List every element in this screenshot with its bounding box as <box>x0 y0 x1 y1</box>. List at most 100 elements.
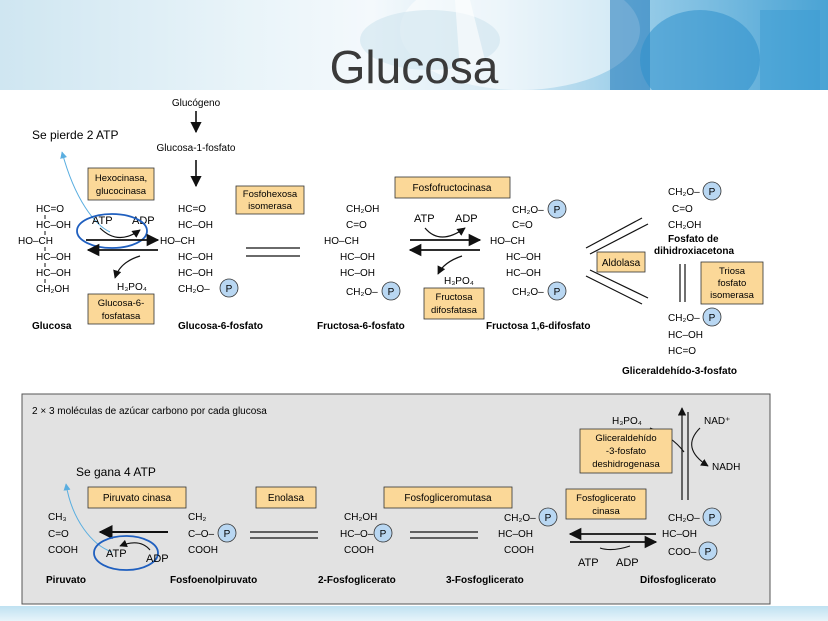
pg3-structure: CH₂O– P HC–OH COOH <box>498 507 558 556</box>
svg-text:P: P <box>226 284 233 295</box>
enzyme-pgm-label: Fosfogliceromutasa <box>404 493 492 504</box>
svg-text:COOH: COOH <box>504 545 534 556</box>
svg-text:COO–: COO– <box>668 547 697 558</box>
enzyme-pk-label: Piruvato cinasa <box>103 493 172 504</box>
enzyme-gapdh-line1: Gliceraldehído <box>595 433 656 444</box>
enzyme-gapdh <box>579 428 673 474</box>
svg-text:HC–OH: HC–OH <box>36 252 71 263</box>
cofactor-h3po4-gapdh: H₃PO₄ <box>612 416 642 427</box>
svg-text:HC–OH: HC–OH <box>498 529 533 540</box>
name-pep: Fosfoenolpiruvato <box>170 575 257 586</box>
svg-text:CH₂OH: CH₂OH <box>344 512 377 523</box>
svg-text:CH₂O–: CH₂O– <box>504 513 536 524</box>
svg-text:C=O: C=O <box>512 220 533 231</box>
f6p-structure: CH₂OH C=O HO–CH HC–OH HC–OH CH₂O– P <box>324 204 401 301</box>
enzyme-aldolase-label: Aldolasa <box>602 258 641 269</box>
svg-text:CH₂OH: CH₂OH <box>668 220 701 231</box>
cofactor-nadh: NADH <box>712 462 740 473</box>
enzyme-hexokinase-line2: glucocinasa <box>96 186 147 197</box>
enzyme-gapdh-line2: -3-fosfato <box>606 446 646 457</box>
f16bp-structure: CH₂O– P C=O HO–CH HC–OH HC–OH CH₂O– P <box>490 199 567 301</box>
enzyme-pk <box>87 486 187 509</box>
svg-text:CH₃: CH₃ <box>48 512 67 523</box>
enzyme-g6pase-line1: Glucosa-6- <box>98 298 144 309</box>
svg-text:HC–OH: HC–OH <box>178 252 213 263</box>
svg-text:P: P <box>709 513 716 524</box>
arrow-aldolase-up <box>585 217 643 249</box>
svg-text:HC–OH: HC–OH <box>36 268 71 279</box>
atp-highlight-circle-top <box>76 213 148 249</box>
cofactor-h3po4-pfk: H₃PO₄ <box>444 276 474 287</box>
atp-curve-top <box>99 227 141 239</box>
svg-text:P: P <box>224 529 231 540</box>
enzyme-enolase <box>255 486 317 509</box>
enzyme-tpi <box>700 261 764 305</box>
footer-strip <box>0 606 828 621</box>
note-atp-lost: Se pierde 2 ATP <box>32 128 119 142</box>
enzyme-pgk-line2: cinasa <box>592 506 620 517</box>
enzyme-hexokinase-line1: Hexocinasa, <box>95 173 147 184</box>
svg-text:P: P <box>705 547 712 558</box>
enzyme-g6pase <box>87 293 155 325</box>
svg-text:HC–OH: HC–OH <box>340 252 375 263</box>
svg-text:CH₂O–: CH₂O– <box>668 187 700 198</box>
svg-text:C=O: C=O <box>48 529 69 540</box>
svg-text:HC–OH: HC–OH <box>662 529 697 540</box>
glucose-structure: HC=O HC–OH HO–CH HC–OH HC–OH CH₂OH <box>18 204 71 295</box>
name-g6p: Glucosa-6-fosfato <box>178 321 263 332</box>
cofactor-atp-pgk: ATP <box>578 557 599 569</box>
name-bpg: Difosfoglicerato <box>640 575 716 586</box>
enzyme-aldolase <box>596 251 646 273</box>
arrow-aldolase-down-2 <box>589 269 649 299</box>
cofactor-adp-pfk: ADP <box>455 213 478 225</box>
note-atp-gained: Se gana 4 ATP <box>76 465 156 479</box>
name-dhap-line1: Fosfato de <box>668 234 719 245</box>
svg-text:C–O–: C–O– <box>188 529 215 540</box>
svg-text:CH₂O–: CH₂O– <box>512 205 544 216</box>
name-pyruvate: Piruvato <box>46 575 86 586</box>
g3p-structure: CH₂O– P HC–OH HC=O <box>668 307 722 357</box>
svg-text:P: P <box>554 205 561 216</box>
svg-text:HC–OH: HC–OH <box>668 330 703 341</box>
svg-text:HC–OH: HC–OH <box>506 268 541 279</box>
enzyme-tpi-line1: Triosa <box>719 266 746 277</box>
enzyme-hexokinase <box>87 167 155 201</box>
enzyme-gapdh-line3: deshidrogenasa <box>592 459 660 470</box>
name-pg3: 3-Fosfoglicerato <box>446 575 524 586</box>
pyruvate-structure: CH₃ C=O COOH <box>48 512 78 556</box>
svg-text:P: P <box>388 287 395 298</box>
svg-text:P: P <box>709 313 716 324</box>
svg-text:HC–OH: HC–OH <box>506 252 541 263</box>
atp-lost-arrow <box>60 151 111 233</box>
pg2-structure: CH₂OH HC–O– P COOH <box>340 512 393 556</box>
enzyme-fbpase-line2: difosfatasa <box>431 305 478 316</box>
svg-text:CH₂O–: CH₂O– <box>346 287 378 298</box>
h3po4-curve-pfk <box>437 255 463 275</box>
nad-curve <box>691 427 709 467</box>
svg-text:C=O: C=O <box>672 204 693 215</box>
header-banner <box>0 0 828 96</box>
atp-gained-arrow <box>63 483 113 553</box>
svg-text:HO–CH: HO–CH <box>18 236 53 247</box>
svg-text:P: P <box>380 529 387 540</box>
svg-text:COOH: COOH <box>188 545 218 556</box>
cofactor-h3po4-top: H₃PO₄ <box>117 282 147 293</box>
enzyme-g6pase-line2: fosfatasa <box>102 311 141 322</box>
g1p-label: Glucosa-1-fosfato <box>157 143 236 154</box>
g6p-structure: HC=O HC–OH HO–CH HC–OH HC–OH CH₂O– P <box>160 204 239 298</box>
svg-text:HC–OH: HC–OH <box>178 220 213 231</box>
svg-text:HC=O: HC=O <box>178 204 206 215</box>
cofactor-adp-top: ADP <box>132 215 155 227</box>
svg-text:HC–OH: HC–OH <box>36 220 71 231</box>
atp-curve-pgk <box>599 545 631 551</box>
atp-curve-pk <box>119 539 151 551</box>
cofactor-adp-pgk: ADP <box>616 557 639 569</box>
enzyme-pfk-label: Fosfofructocinasa <box>413 183 492 194</box>
bpg-structure: CH₂O– P HC–OH COO– P <box>662 507 722 561</box>
svg-text:HO–CH: HO–CH <box>490 236 525 247</box>
atp-curve-pfk <box>424 227 466 238</box>
svg-text:CH₂O–: CH₂O– <box>668 313 700 324</box>
glycolysis-diagram: Glucógeno Glucosa-1-fosfato Se pierde 2 … <box>18 98 771 605</box>
cofactor-atp-pfk: ATP <box>414 213 435 225</box>
enzyme-phi-line2: isomerasa <box>248 201 293 212</box>
